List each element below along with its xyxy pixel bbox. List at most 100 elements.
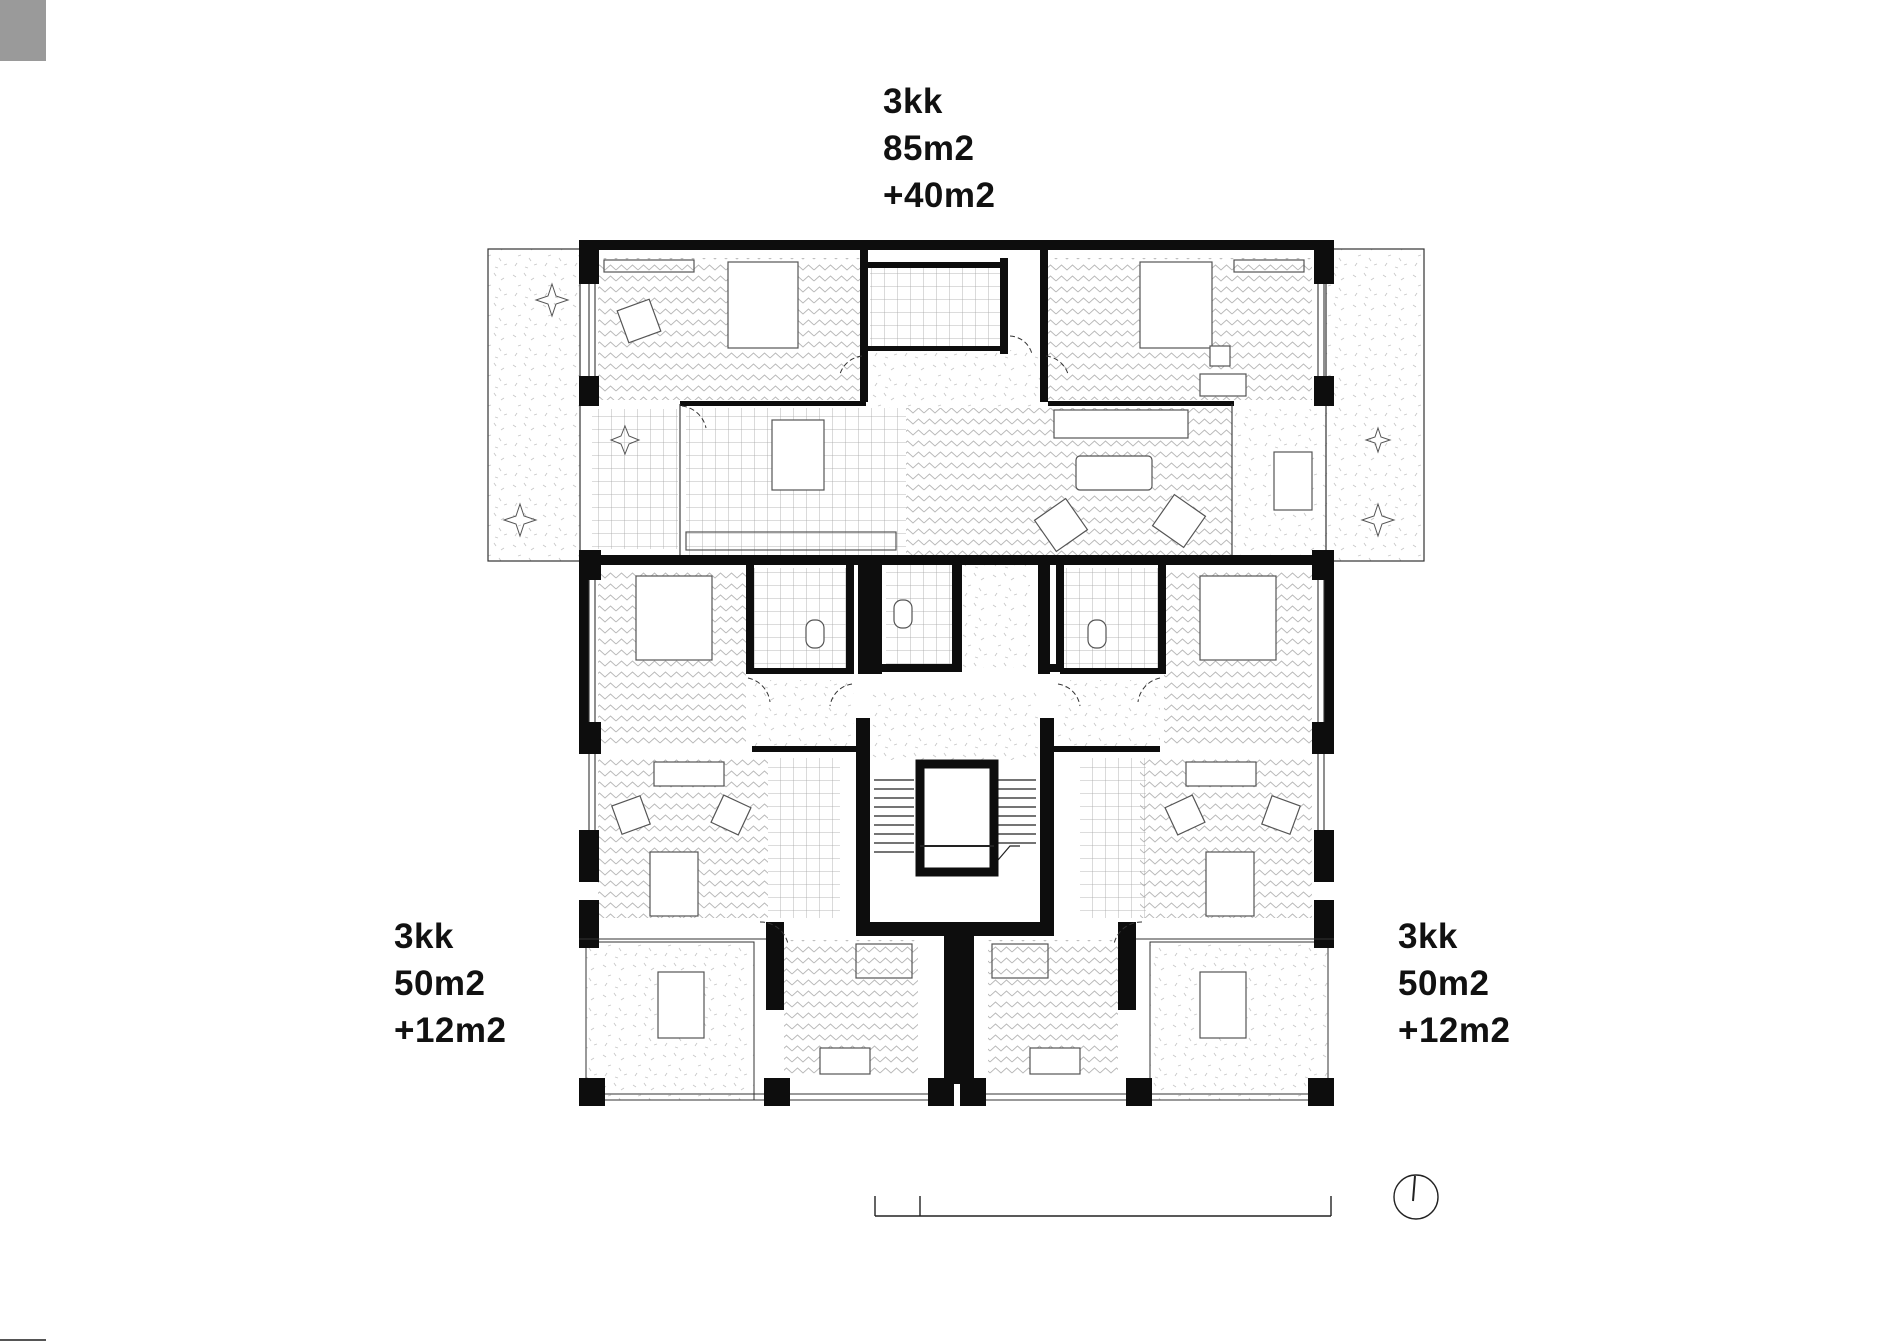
door-swing [829,683,853,707]
wall-bath-mr-bottom [1060,668,1164,674]
column [1314,376,1334,406]
corner-swatch [0,0,46,61]
door-swing [759,921,789,945]
scale-bar [874,1196,1332,1217]
wall-bath-bottom [868,346,1008,351]
unit-label-bottom-left: 3kk 50m2 +12m2 [394,913,506,1054]
unit-area: 85m2 [883,129,975,168]
wall-top [579,240,1334,250]
wardrobe-bottom-left [855,943,913,979]
sofa-lower-right [1185,761,1257,787]
armchair-lower-right-1 [1164,794,1206,836]
wall-core-right [1038,556,1050,674]
wall-side-right-mid [1324,565,1334,725]
kitchen-lower-left [768,758,840,918]
bed-mid-left [635,575,713,661]
unit-type: 3kk [1398,917,1458,956]
wardrobe-bottom-right [991,943,1049,979]
wc-mid-left [805,619,825,649]
wall-living-top-right [1048,401,1234,406]
wall-hall-mr [1054,746,1160,752]
staircase [874,759,1036,877]
wall-hall-ml [752,746,856,752]
column [1312,722,1334,754]
bathroom-mid-right [1062,568,1158,674]
table-lower-left [649,851,699,917]
column [579,722,601,754]
desk-bottom-left [819,1047,871,1075]
wall-bath-inner [1000,258,1008,354]
table-lower-right [1205,851,1255,917]
bathroom-top [870,266,1000,350]
furniture [603,259,1313,1075]
plants [502,282,1396,538]
bathroom-mid-left [752,568,848,674]
column [1314,830,1334,882]
wall-mid-left [746,562,754,674]
wardrobe-top-right [1233,259,1305,273]
unit-extra-area: +12m2 [1398,1011,1511,1050]
unit-type: 3kk [394,917,454,956]
door-swing [1009,335,1033,355]
dining-table [771,419,825,491]
terrace-top-left [487,248,581,562]
wardrobe-top-left [603,259,695,273]
armchair-living-1 [1033,497,1089,553]
column [579,900,599,948]
door-swing [1113,921,1143,945]
windows [579,284,1334,1101]
door-swing [839,355,863,375]
corridor-center [962,556,1030,668]
terrace-table-bottom-left [657,971,705,1039]
column [579,830,599,882]
unit-area: 50m2 [394,964,486,1003]
plant-icon [1360,502,1396,538]
column [764,1078,790,1106]
unit-extra-area: +40m2 [883,176,996,215]
wall-core-left [858,556,882,674]
wall-top-left-col [579,240,599,284]
wall-side-left-mid [579,565,589,725]
wall-bath-top [868,262,1008,268]
armchair-lower-left-1 [611,795,651,835]
wall-bath-top-left [860,250,868,402]
plant-icon [502,502,538,538]
wall-lower-center [944,936,960,1084]
sofa [1053,409,1189,439]
unit-label-bottom-right: 3kk 50m2 +12m2 [1398,913,1510,1054]
bed-top-left [727,261,799,349]
kitchen-counter-top [685,531,897,551]
bed-top-right [1139,261,1213,349]
wall-top-right-col [1314,240,1334,284]
core-wall-bottom [856,922,1054,936]
column [960,1078,986,1106]
plant-icon [609,424,641,456]
hall-mid-right [1058,680,1160,750]
loggia-left [592,409,678,549]
walls [579,240,1334,1106]
wall-bath-ml-right [846,562,854,672]
kitchen-lower-right [1080,758,1146,918]
core-wall-left [856,718,870,936]
core-wall-right [1040,718,1054,936]
column [579,1078,605,1106]
column [1314,900,1334,948]
wall-core-right-bottom [1038,664,1060,672]
plant-icon [1364,426,1392,454]
stair-well [915,759,999,877]
doors [681,335,1161,945]
door-swing [1045,355,1069,375]
chair-top-right [1209,345,1231,367]
wall-lower-left-bedroom [766,922,784,1010]
lobby [870,690,1038,760]
wc-center [893,599,913,629]
bed-mid-right [1199,575,1277,661]
door-swing [1137,677,1161,703]
unit-label-top: 3kk 85m2 +40m2 [883,78,995,219]
wall-lower-right-bedroom [1118,922,1136,1010]
wall-mid-right [1158,562,1166,674]
hall-mid-left [752,680,854,750]
wall-bath-ml-bottom [754,668,854,674]
unit-type: 3kk [883,82,943,121]
